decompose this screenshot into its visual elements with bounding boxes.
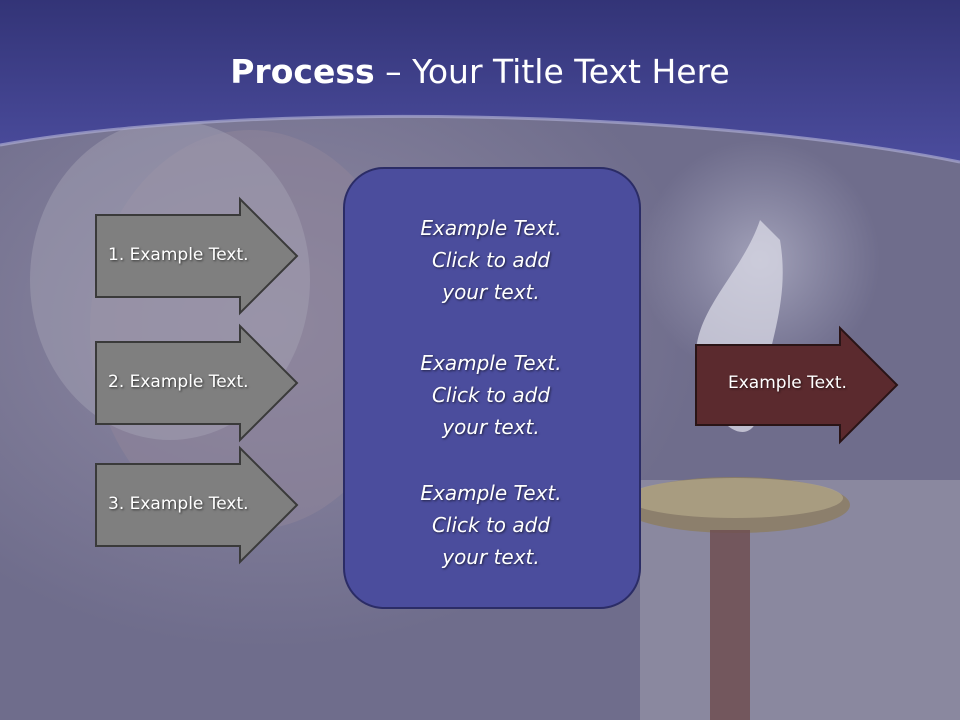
center-block-3-line-2: Click to add [431, 513, 551, 537]
left-arrow-3[interactable] [95, 445, 299, 565]
center-block-1-line-2: Click to add [431, 248, 551, 272]
left-arrow-2-label: 2. Example Text. [108, 372, 249, 392]
right-arrow-label: Example Text. [728, 373, 847, 393]
right-arrow[interactable] [695, 325, 899, 445]
slide-title[interactable]: Process – Your Title Text Here [0, 52, 960, 91]
center-block-2-line-1: Example Text. [420, 351, 562, 375]
center-block-2-line-3: your text. [442, 415, 540, 439]
title-rest: – Your Title Text Here [374, 52, 730, 91]
left-arrow-2[interactable] [95, 323, 299, 443]
center-block-2-line-2: Click to add [431, 383, 551, 407]
center-text-block-2: Example Text. Click to add your text. [345, 347, 637, 443]
center-text-block-3: Example Text. Click to add your text. [345, 477, 637, 573]
left-arrow-3-label: 3. Example Text. [108, 494, 249, 514]
center-block-3-line-1: Example Text. [420, 481, 562, 505]
center-block-3-line-3: your text. [442, 545, 540, 569]
center-block-1-line-1: Example Text. [420, 216, 562, 240]
center-text-block-1: Example Text. Click to add your text. [345, 212, 637, 308]
left-arrow-1[interactable] [95, 196, 299, 316]
center-block-1-line-3: your text. [442, 280, 540, 304]
title-bold: Process [230, 52, 375, 91]
center-box[interactable] [343, 167, 641, 609]
left-arrow-1-label: 1. Example Text. [108, 245, 249, 265]
